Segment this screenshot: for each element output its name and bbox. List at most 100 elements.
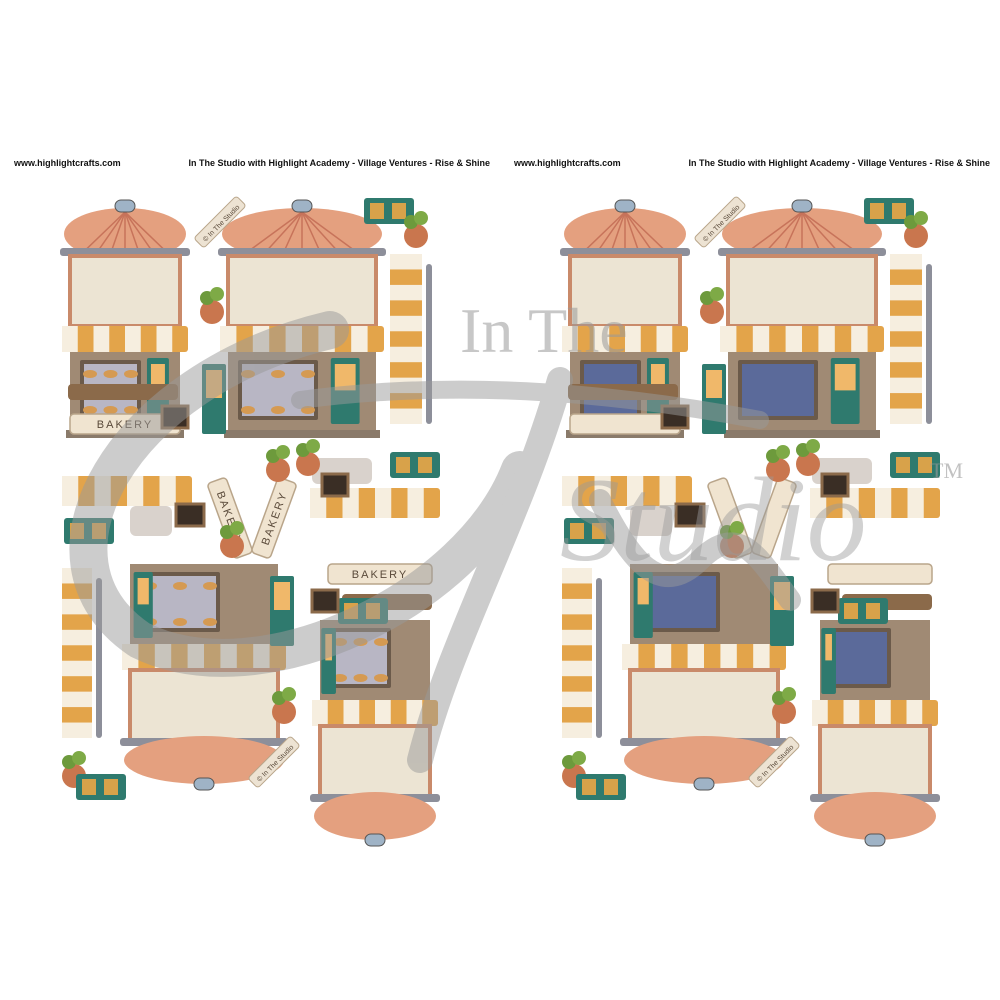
side-awning-right [390, 254, 432, 424]
sign-board [751, 477, 797, 559]
sign-wall [128, 668, 280, 742]
side-awning-left [562, 568, 602, 738]
pastry-icon [271, 406, 285, 414]
cutout-pieces-plain: © In The Studio© In The Studio [560, 196, 940, 847]
shop-awning [312, 700, 438, 726]
awning-stripe [156, 326, 173, 352]
chalk-board [660, 404, 690, 430]
pane [104, 779, 118, 795]
awning-stripe [62, 326, 78, 352]
pane [70, 523, 84, 539]
awning-stripe [843, 700, 860, 726]
green-window [364, 198, 414, 224]
awning-stripe [875, 488, 892, 518]
pane [918, 457, 932, 473]
vertical-sign-2 [751, 477, 797, 559]
pastry-icon [374, 674, 388, 682]
awning-stripe [656, 326, 673, 352]
shop-step [224, 430, 380, 438]
roof-dormer-window [291, 199, 313, 213]
roof-dome [624, 736, 784, 784]
pane [844, 603, 858, 619]
website-label: www.highlightcrafts.com [14, 158, 121, 168]
pane [396, 457, 410, 473]
pot [796, 452, 820, 476]
awning-stripe [654, 644, 672, 670]
awning-stripe [159, 476, 176, 506]
awning-stripe [890, 254, 922, 270]
leaf [572, 751, 586, 765]
leaf [776, 445, 790, 459]
large-shop-top [218, 199, 386, 438]
awning-stripe [62, 476, 79, 506]
small-shop-bottom [810, 620, 940, 847]
leaf [230, 521, 244, 535]
awning-stripe [562, 476, 579, 506]
leaf [782, 687, 796, 701]
pastry-icon [203, 582, 217, 590]
pane [896, 457, 910, 473]
awning-stripe [351, 326, 368, 352]
awning-stripe [318, 326, 335, 352]
awning-stripe [687, 644, 704, 670]
awning-base [390, 254, 422, 424]
chalk-board-2 [674, 502, 706, 528]
website-label: www.highlightcrafts.com [514, 158, 621, 168]
small-planter [266, 445, 290, 482]
small-shop-top [60, 199, 190, 438]
awning-stripe [907, 488, 924, 518]
printable-sheet-right: www.highlightcrafts.com In The Studio wi… [512, 150, 992, 847]
loose-door [202, 364, 226, 434]
door-window [325, 634, 332, 661]
leaf [806, 439, 820, 453]
leaf [282, 687, 296, 701]
awning-stripe [220, 644, 237, 670]
awning-stripe [62, 660, 92, 677]
sign-wall [628, 668, 780, 742]
sign-wall [818, 724, 932, 798]
awning-stripe [625, 326, 641, 352]
awning-strip-1 [62, 476, 192, 506]
hanging-planter [904, 211, 928, 248]
pot [700, 300, 724, 324]
awning-stripe [375, 700, 391, 726]
awning-stripe [818, 326, 835, 352]
planter-left [700, 287, 724, 324]
planter-left [200, 287, 224, 324]
green-window-2 [564, 518, 614, 544]
pane [892, 203, 906, 219]
pastry-icon [301, 370, 315, 378]
vertical-sign: BAKERY [251, 477, 297, 559]
green-window-3 [890, 452, 940, 478]
small-planter-3 [720, 521, 744, 558]
awning-stripe [622, 644, 639, 670]
loose-door-2 [270, 576, 294, 646]
pane [392, 203, 406, 219]
window-glass [834, 632, 887, 684]
awning-stripe [562, 722, 592, 738]
shop-awning [220, 326, 384, 352]
stamp-tag [694, 196, 746, 248]
shop-awning [812, 700, 938, 726]
awning-stripe [154, 644, 172, 670]
roof-dome [814, 792, 936, 840]
awning-stripe [752, 326, 770, 352]
green-window-5 [76, 774, 126, 800]
leaf [276, 445, 290, 459]
large-shop-bottom [620, 564, 788, 791]
pastry-icon [301, 406, 315, 414]
green-window [864, 198, 914, 224]
small-planter [766, 445, 790, 482]
sign-wall [226, 254, 378, 328]
leaf [210, 287, 224, 301]
awning-stripe [890, 408, 922, 424]
green-window-4 [838, 598, 888, 624]
roof-dormer-window [193, 777, 215, 791]
display-window [738, 360, 818, 420]
door-window [774, 582, 790, 610]
sheet-title: In The Studio with Highlight Academy - V… [688, 158, 990, 168]
shop-door [633, 572, 653, 638]
awning-stripe [94, 476, 111, 506]
planter-bottom [272, 687, 296, 724]
